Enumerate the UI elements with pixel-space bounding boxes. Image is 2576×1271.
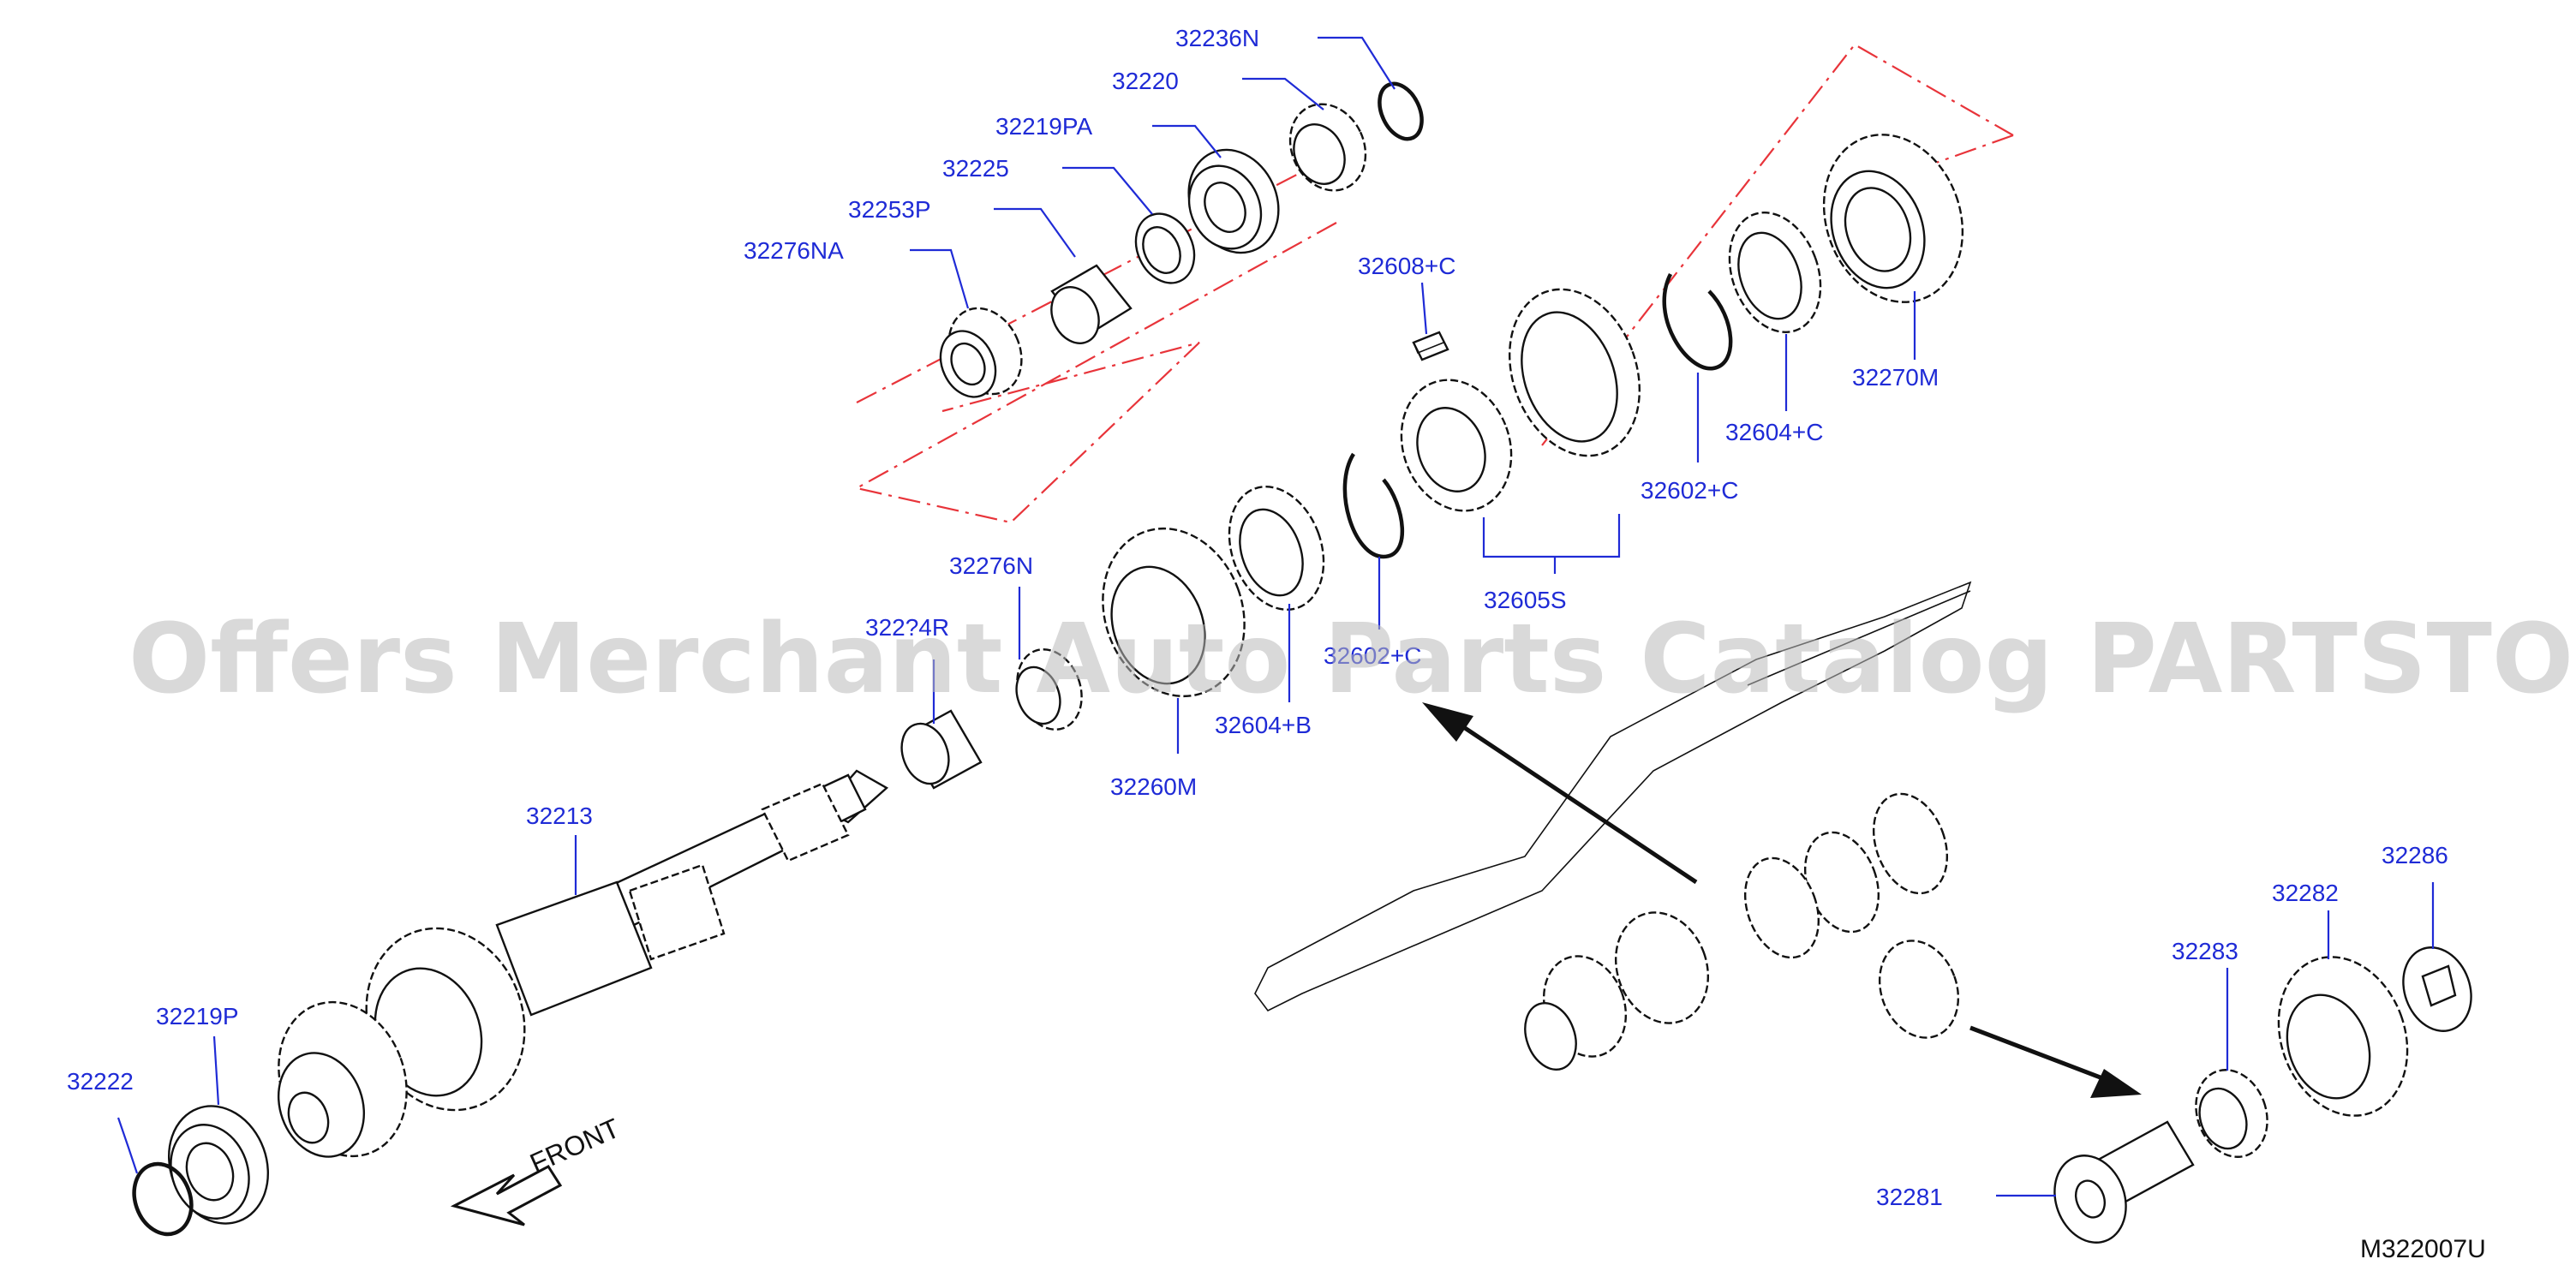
spacer-32225[interactable]: [1125, 204, 1205, 292]
snap-ring-32222[interactable]: [125, 1156, 201, 1243]
callout-32222: 32222: [67, 1068, 134, 1095]
front-arrow-icon: [450, 1165, 563, 1226]
mainshaft-32213[interactable]: [258, 769, 889, 1174]
needle-bearing-32276NA[interactable]: [930, 296, 1035, 406]
needle-bearing-32276N[interactable]: [1007, 641, 1092, 739]
callout-3227xR: 322?4R: [865, 614, 949, 641]
callout-32282: 32282: [2272, 880, 2339, 906]
synchro-ring-32604B[interactable]: [1213, 474, 1340, 624]
callout-32602C-top: 32602+C: [1641, 477, 1738, 504]
gear-32220[interactable]: [1276, 92, 1379, 203]
callout-32270M: 32270M: [1852, 364, 1939, 391]
front-label: FRONT: [525, 1113, 624, 1179]
gear-32260M[interactable]: [1080, 509, 1268, 717]
sleeve-32605S[interactable]: [1487, 271, 1662, 474]
direction-arrow-icon: [1422, 702, 2142, 1098]
thrust-washer-32286[interactable]: [2392, 938, 2483, 1041]
callout-32281: 32281: [1876, 1184, 1943, 1210]
leader-lines: [117, 36, 2435, 1197]
bearing-32219P[interactable]: [152, 1092, 284, 1238]
callout-32276NA: 32276NA: [744, 237, 844, 264]
snap-ring-32236N[interactable]: [1372, 77, 1431, 146]
assembled-shaft-view[interactable]: [1254, 581, 1972, 1077]
reverse-idler-shaft-32281[interactable]: [2043, 1120, 2195, 1253]
needle-bearing-32283[interactable]: [2185, 1059, 2280, 1167]
callout-32213: 32213: [526, 803, 593, 829]
synchro-ring-32604C[interactable]: [1713, 200, 1836, 345]
callout-32225: 32225: [942, 155, 1009, 182]
callout-32219P: 32219P: [156, 1003, 239, 1029]
diagram-reference: M322007U: [2360, 1235, 2486, 1263]
callout-32602C-mid: 32602+C: [1324, 642, 1421, 669]
bushing-3227xR[interactable]: [894, 709, 983, 791]
spring-32602C-mid[interactable]: [1342, 452, 1404, 559]
bearing-32219PA[interactable]: [1172, 135, 1294, 268]
callout-32604B: 32604+B: [1215, 712, 1312, 738]
callout-32260M: 32260M: [1110, 773, 1197, 800]
callout-32286: 32286: [2382, 842, 2448, 868]
hub-32605S[interactable]: [1384, 364, 1529, 526]
callout-32283: 32283: [2172, 938, 2238, 964]
gear-32282[interactable]: [2257, 939, 2429, 1134]
shift-key-32608C[interactable]: [1412, 331, 1449, 361]
callout-32253P: 32253P: [848, 196, 931, 223]
callout-32276N: 32276N: [949, 552, 1033, 579]
callout-32236N: 32236N: [1175, 25, 1259, 51]
watermark-text: Offers Merchant Auto Parts Catalog PARTS…: [129, 604, 2576, 715]
callout-32219PA: 32219PA: [995, 113, 1092, 140]
callout-32605S: 32605S: [1484, 587, 1567, 613]
callout-32604C: 32604+C: [1725, 419, 1823, 445]
gear-32270M[interactable]: [1802, 115, 1986, 321]
callout-32608C: 32608+C: [1358, 253, 1455, 279]
bushing-32253P[interactable]: [1043, 264, 1133, 351]
spring-32602C-top[interactable]: [1662, 272, 1733, 371]
callout-32220: 32220: [1112, 68, 1179, 94]
